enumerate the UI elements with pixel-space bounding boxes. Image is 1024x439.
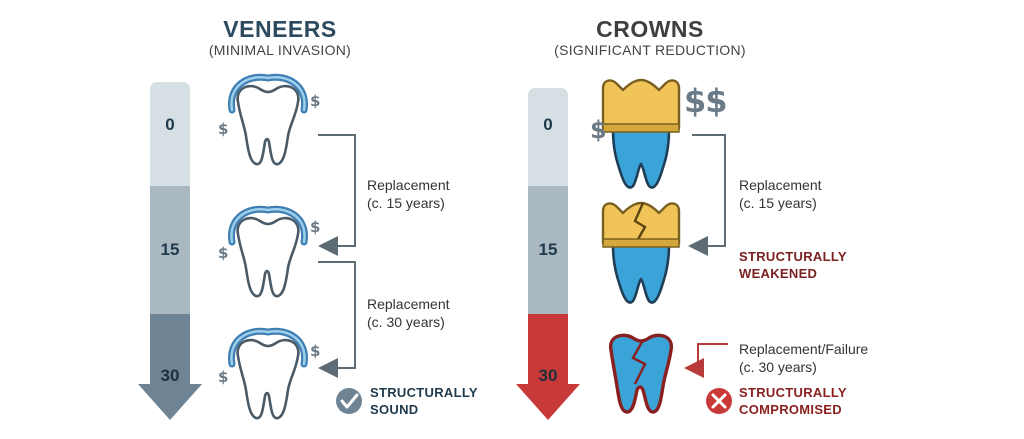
veneer-cost-symbol: $ [310,342,321,360]
note-line-1: Replacement/Failure [739,341,869,357]
status-line-1: STRUCTURALLY [739,385,847,400]
crowns-title: CROWNS [596,16,704,42]
veneers-status: STRUCTURALLY SOUND [370,384,478,418]
veneers-tick-30: 30 [160,366,180,385]
crown-tooth-30-fractured [608,333,674,414]
veneers-note-15: Replacement (c. 15 years) [367,176,507,212]
veneers-timeline-arrow [138,82,202,420]
crown-cost-symbol-small: $ [590,116,607,144]
veneer-cost-symbol: $ [218,368,229,386]
crowns-connector-15 [688,134,726,256]
note-line-1: Replacement [367,296,450,312]
status-line-2: COMPROMISED [739,402,842,417]
check-circle-icon [336,388,362,414]
crowns-subtitle: (SIGNIFICANT REDUCTION) [554,42,746,58]
crowns-tick-0: 0 [543,115,553,134]
crowns-note-15: Replacement (c. 15 years) [739,176,879,212]
veneers-tick-0: 0 [165,115,175,134]
note-line-2: (c. 30 years) [367,314,445,330]
status-line-1: STRUCTURALLY [370,385,478,400]
crown-cost-symbol-large: $$ [684,82,728,120]
veneer-tooth-30 [231,331,304,420]
veneer-cost-symbol: $ [218,120,229,138]
note-line-2: (c. 15 years) [367,195,445,211]
note-line-2: (c. 15 years) [739,195,817,211]
crowns-tick-15: 15 [538,240,558,259]
veneers-subtitle: (MINIMAL INVASION) [208,42,352,58]
veneer-tooth-15 [231,209,304,298]
note-line-1: Replacement [739,177,822,193]
veneer-cost-symbol: $ [218,244,229,262]
crowns-timeline-segment-30 [528,314,568,384]
x-circle-icon [706,388,732,414]
veneer-tooth-0 [231,77,304,166]
crowns-timeline-arrow [516,88,580,420]
crowns-timeline-arrowhead [516,384,580,420]
veneers-timeline-segment-0 [150,82,190,186]
crowns-tick-30: 30 [538,366,558,385]
crowns-timeline-segment-15 [528,186,568,314]
veneers-timeline-arrowhead [138,384,202,420]
status-line-1: STRUCTURALLY [739,249,847,264]
status-line-2: WEAKENED [739,266,818,281]
status-line-2: SOUND [370,402,419,417]
veneers-connector-15 [318,134,356,256]
crowns-status: STRUCTURALLY COMPROMISED [739,384,847,418]
veneers-tick-15: 15 [160,240,180,259]
crowns-weakened-label: STRUCTURALLY WEAKENED [739,248,847,282]
crown-tooth-0 [601,78,681,189]
veneers-timeline-segment-30 [150,314,190,384]
veneers-note-30: Replacement (c. 30 years) [367,295,507,331]
veneer-cost-symbol: $ [310,92,321,110]
crowns-connector-30 [684,343,728,378]
veneer-cost-symbol: $ [310,218,321,236]
veneers-title: VENEERS [223,16,337,42]
veneers-connector-30 [318,261,356,378]
crowns-timeline-segment-0 [528,88,568,186]
note-line-2: (c. 30 years) [739,359,817,375]
crown-tooth-15 [601,201,681,304]
veneers-timeline-segment-15 [150,186,190,314]
crowns-note-30: Replacement/Failure (c. 30 years) [739,340,909,376]
note-line-1: Replacement [367,177,450,193]
